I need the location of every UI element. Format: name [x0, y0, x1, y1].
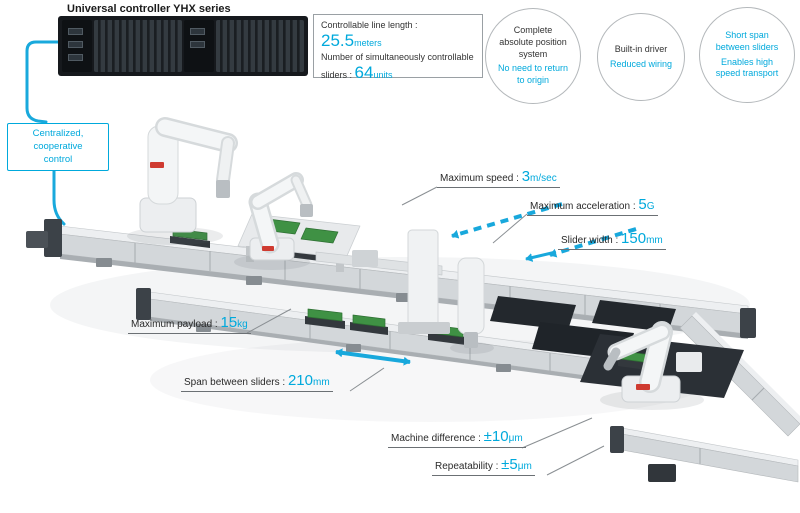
annotation-label: Machine difference : — [391, 433, 481, 444]
spec-value: 64 — [354, 63, 374, 83]
annotation-label: Maximum speed : — [440, 173, 519, 184]
control-box-line1: Centralized, cooperative — [32, 128, 84, 152]
annotation-max-speed: Maximum speed : 3m/sec — [437, 168, 560, 188]
annotation-value: 15 — [220, 314, 238, 331]
controller-io-module — [184, 20, 214, 72]
controller-slot-rack — [216, 20, 304, 72]
ethernet-port-icon — [190, 28, 205, 35]
annotation-label: Repeatability : — [435, 461, 499, 472]
bottom-right-rail — [610, 426, 799, 483]
feature-title: Complete absolute position system — [499, 25, 567, 59]
annotation-value: 3 — [521, 168, 531, 185]
annotation-max-payload: Maximum payload : 15kg — [128, 314, 251, 334]
robot-arm-left — [234, 172, 313, 270]
spec-arrows — [335, 202, 637, 366]
spec-unit: meters — [354, 37, 382, 48]
annotation-slider-width: Slider width : 150mm — [558, 230, 666, 250]
feature-circle-built-in-driver: Built-in driver Reduced wiring — [597, 13, 685, 101]
annotation-value: ±10 — [483, 428, 509, 445]
feature-circle-absolute-position: Complete absolute position system No nee… — [485, 8, 581, 104]
spec-value: 25.5 — [321, 30, 355, 50]
spec-unit: units — [373, 70, 393, 81]
robot-scara — [127, 117, 238, 245]
controller-image — [58, 16, 308, 76]
controller-title: Universal controller YHX series — [67, 3, 231, 15]
right-rail — [679, 312, 800, 437]
annotation-label: Slider width : — [561, 235, 619, 246]
annotation-repeatability: Repeatability : ±5μm — [432, 456, 535, 476]
robot-arm-right — [600, 321, 704, 410]
slider-width-arrow — [525, 250, 557, 262]
controller-cpu-module — [62, 20, 92, 72]
controller-slot-rack — [94, 20, 182, 72]
centralized-control-box: Centralized, cooperative control — [7, 123, 109, 172]
annotation-unit: kg — [237, 319, 248, 330]
annotation-value: 210 — [287, 372, 313, 389]
annotation-label: Maximum payload : — [131, 319, 218, 330]
machine — [26, 117, 800, 483]
connector-cable — [25, 40, 66, 226]
ethernet-port-icon — [190, 41, 205, 48]
spec-label: Controllable line length : — [321, 20, 418, 30]
ethernet-port-icon — [68, 41, 83, 48]
ethernet-port-icon — [68, 54, 83, 61]
annotation-unit: G — [646, 201, 655, 212]
controller-spec-box: Controllable line length : 25.5meters Nu… — [313, 14, 483, 81]
vertical-unit — [450, 257, 494, 354]
annotation-unit: mm — [312, 377, 330, 388]
ethernet-port-icon — [68, 28, 83, 35]
annotation-label: Maximum acceleration : — [530, 201, 636, 212]
annotation-unit: mm — [646, 235, 663, 246]
feature-title: Short span between sliders — [715, 30, 779, 52]
annotation-unit: μm — [517, 461, 532, 472]
annotation-value: 5 — [638, 196, 647, 213]
leader-lines — [246, 186, 605, 476]
feature-circle-short-span: Short span between sliders Enables high … — [699, 7, 795, 103]
spec-slider-count: Number of simultaneously controllable sl… — [321, 52, 475, 81]
gantry-unit — [315, 229, 450, 334]
annotation-machine-difference: Machine difference : ±10μm — [388, 428, 526, 448]
annotation-label: Span between sliders : — [184, 377, 286, 388]
feature-title: Built-in driver — [614, 43, 668, 54]
feature-subtitle: Enables high speed transport — [715, 56, 779, 79]
feature-subtitle: Reduced wiring — [609, 58, 673, 69]
annotation-value: ±5 — [501, 456, 518, 473]
feature-subtitle: No need to return to origin — [497, 63, 569, 86]
max-acceleration-arrow — [549, 227, 637, 258]
annotation-span-between-sliders: Span between sliders : 210mm — [181, 372, 333, 392]
span-double-arrow — [335, 348, 411, 366]
annotation-unit: m/sec — [530, 173, 557, 184]
annotation-max-acceleration: Maximum acceleration : 5G — [527, 196, 658, 216]
spec-line-length: Controllable line length : 25.5meters — [321, 20, 475, 49]
annotation-value: 150 — [621, 230, 647, 247]
max-speed-arrow — [451, 202, 563, 239]
annotation-unit: μm — [508, 433, 523, 444]
control-box-line2: control — [43, 153, 73, 165]
spec-label: Number of simultaneously controllable sl… — [321, 52, 474, 81]
